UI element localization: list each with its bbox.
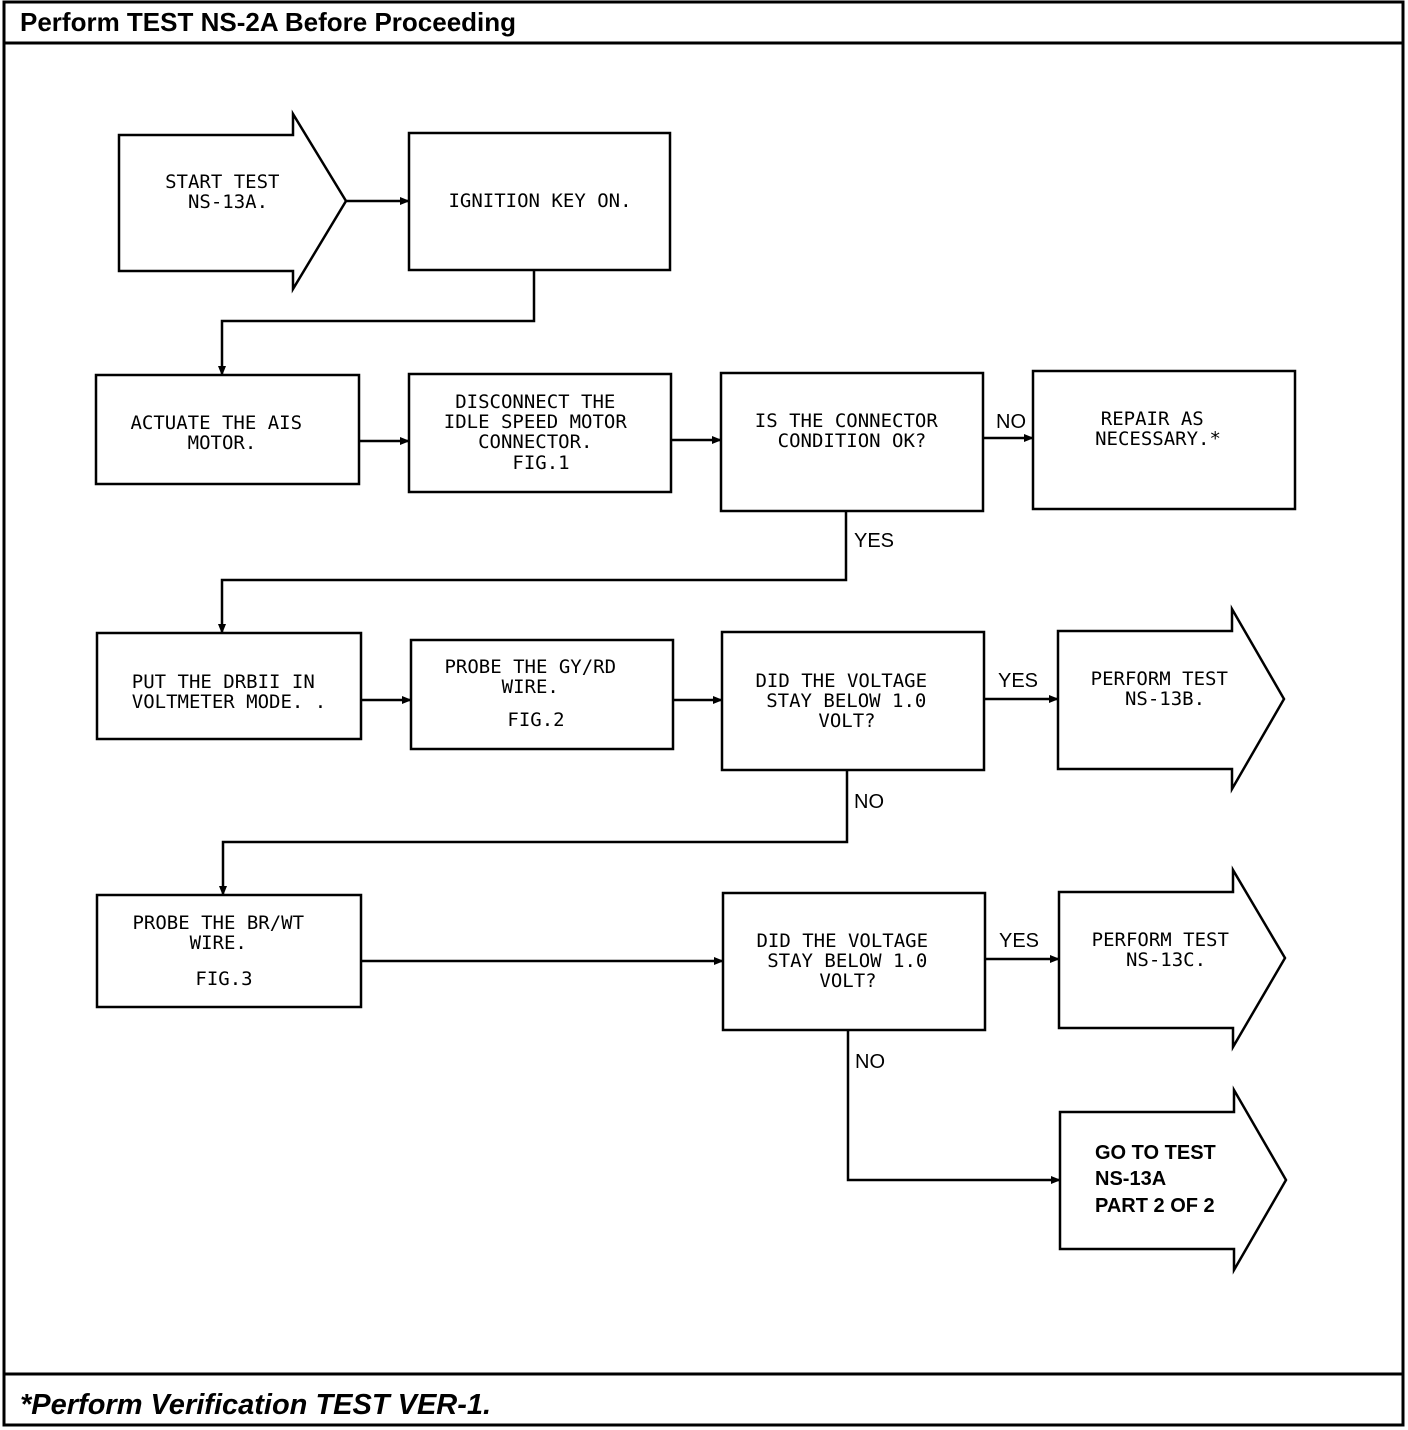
disconnect-text: DISCONNECT THE IDLE SPEED MOTOR CONNECTO…	[444, 391, 638, 474]
voltage-2-text: DID THE VOLTAGE STAY BELOW 1.0 VOLT?	[756, 930, 939, 992]
edge-ignition-actuate	[218, 270, 536, 376]
probe-brwt-box	[95, 893, 363, 1009]
label-voltage1-yes: YES	[998, 670, 1038, 692]
edge-voltage2-goto	[846, 1030, 1061, 1184]
drb-mode-text: PUT THE DRBII IN VOLTMETER MODE. .	[132, 671, 326, 713]
repair-box	[1031, 369, 1297, 511]
disconnect-box	[407, 372, 673, 494]
header-title: Perform TEST NS-2A Before Proceeding	[20, 7, 516, 37]
start-text: START TEST NS-13A.	[165, 171, 291, 213]
probe-brwt-text: PROBE THE BR/WT WIRE. FIG.3	[132, 912, 315, 990]
voltage-1-text: DID THE VOLTAGE STAY BELOW 1.0 VOLT?	[755, 670, 938, 732]
actuate-box	[94, 373, 361, 486]
test-13c-arrow	[1057, 865, 1287, 1052]
voltage-1-box	[720, 630, 986, 772]
label-voltage2-yes: YES	[999, 930, 1039, 952]
drb-mode-box	[95, 631, 363, 741]
goto-part2-text: GO TO TEST NS-13A PART 2 OF 2	[1095, 1142, 1221, 1217]
repair-text: REPAIR AS NECESSARY.*	[1095, 408, 1221, 450]
connector-ok-box	[719, 371, 985, 513]
probe-gyrd-box	[409, 638, 675, 751]
test-13c-text: PERFORM TEST NS-13C.	[1092, 929, 1241, 971]
probe-gyrd-text: PROBE THE GY/RD WIRE. FIG.2	[444, 656, 627, 731]
label-voltage1-no: NO	[854, 791, 884, 813]
footer-note: *Perform Verification TEST VER-1.	[20, 1389, 491, 1421]
connector-ok-text: IS THE CONNECTOR CONDITION OK?	[755, 410, 949, 452]
actuate-text: ACTUATE THE AIS MOTOR.	[130, 412, 313, 454]
test-13b-text: PERFORM TEST NS-13B.	[1091, 668, 1240, 710]
edge-connector-drb	[218, 511, 848, 634]
label-connector-yes: YES	[854, 530, 894, 552]
label-voltage2-no: NO	[855, 1051, 885, 1073]
edge-voltage1-probe-brwt	[219, 770, 849, 896]
test-13b-arrow	[1056, 604, 1286, 794]
voltage-2-box	[721, 891, 987, 1032]
ignition-text: IGNITION KEY ON.	[448, 190, 631, 212]
goto-part2-arrow	[1058, 1085, 1288, 1275]
label-connector-no: NO	[996, 411, 1026, 433]
ignition-box	[407, 131, 672, 272]
start-arrow	[117, 109, 348, 294]
